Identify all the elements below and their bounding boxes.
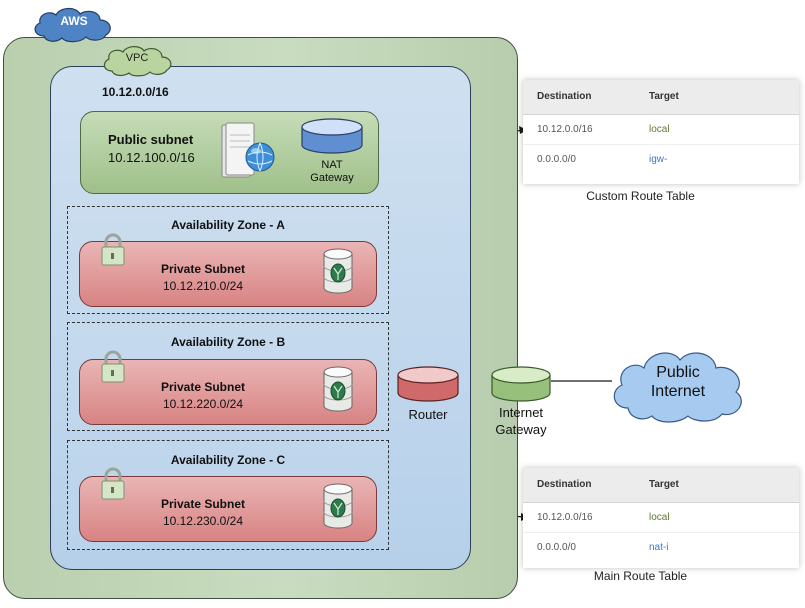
custom-route-table: Destination Target 10.12.0.0/16 local 0.… <box>523 80 799 184</box>
main-route-table-target-header: Target <box>649 479 679 490</box>
custom-route-table-destination-header: Destination <box>537 91 592 102</box>
main-route-table-destination-header: Destination <box>537 479 592 490</box>
internet-gateway-label: Internet Gateway <box>480 404 562 438</box>
custom-route-row-2-target[interactable]: igw- <box>649 154 668 165</box>
public-subnet-cidr: 10.12.100.0/16 <box>108 150 195 165</box>
router-icon <box>397 366 459 402</box>
internet-gateway-label-line1: Internet <box>498 405 544 420</box>
public-internet-cloud-icon <box>613 352 742 423</box>
internet-gateway-label-line2: Gateway <box>495 422 547 437</box>
database-icon-b <box>323 366 353 412</box>
main-route-table: Destination Target 10.12.0.0/16 local 0.… <box>523 468 799 568</box>
database-icon-c <box>323 483 353 529</box>
web-server-icon <box>221 122 275 178</box>
internet-gateway-icon <box>491 366 551 402</box>
public-internet-label-line1: Public <box>656 364 700 381</box>
custom-route-table-caption: Custom Route Table <box>586 189 695 203</box>
row-divider <box>523 144 799 145</box>
main-route-row-2-target[interactable]: nat-i <box>649 542 669 553</box>
custom-route-row-1-destination: 10.12.0.0/16 <box>537 124 593 135</box>
database-icon-a <box>323 248 353 294</box>
main-route-table-caption: Main Route Table <box>593 569 688 583</box>
nat-gateway-label-line2: Gateway <box>310 172 354 184</box>
main-route-table-header <box>523 468 799 503</box>
aws-cloud-icon <box>34 7 111 43</box>
main-route-row-2-destination: 0.0.0.0/0 <box>537 542 576 553</box>
lock-icon-b <box>101 350 125 383</box>
lock-icon-a <box>101 233 125 266</box>
main-route-row-1-destination: 10.12.0.0/16 <box>537 512 593 523</box>
public-internet-label-line2: Internet <box>650 383 706 400</box>
private-subnet-c-title: Private Subnet <box>160 497 246 511</box>
custom-route-row-1-target: local <box>649 124 670 135</box>
custom-route-table-target-header: Target <box>649 91 679 102</box>
custom-route-row-2-destination: 0.0.0.0/0 <box>537 154 576 165</box>
private-subnet-b-cidr: 10.12.220.0/24 <box>162 397 244 411</box>
availability-zone-c-title: Availability Zone - C <box>170 453 286 467</box>
vpc-label: VPC <box>125 52 149 64</box>
private-subnet-c-cidr: 10.12.230.0/24 <box>162 514 244 528</box>
nat-gateway-icon <box>301 118 363 154</box>
row-divider <box>523 532 799 533</box>
aws-label: AWS <box>60 14 88 28</box>
nat-gateway-label: NAT Gateway <box>296 159 368 185</box>
vpc-cloud-icon <box>103 46 172 77</box>
main-route-row-1-target: local <box>649 512 670 523</box>
vpc-cidr: 10.12.0.0/16 <box>102 85 169 99</box>
public-internet-label: Public Internet <box>624 363 732 401</box>
public-subnet-title: Public subnet <box>108 132 194 147</box>
lock-icon-c <box>101 467 125 500</box>
private-subnet-b-title: Private Subnet <box>160 380 246 394</box>
nat-gateway-label-line1: NAT <box>321 159 343 171</box>
availability-zone-a-title: Availability Zone - A <box>171 218 285 232</box>
private-subnet-a-cidr: 10.12.210.0/24 <box>162 279 244 293</box>
custom-route-table-header <box>523 80 799 115</box>
router-label: Router <box>408 407 448 422</box>
availability-zone-b-title: Availability Zone - B <box>170 335 286 349</box>
private-subnet-a-title: Private Subnet <box>160 262 246 276</box>
